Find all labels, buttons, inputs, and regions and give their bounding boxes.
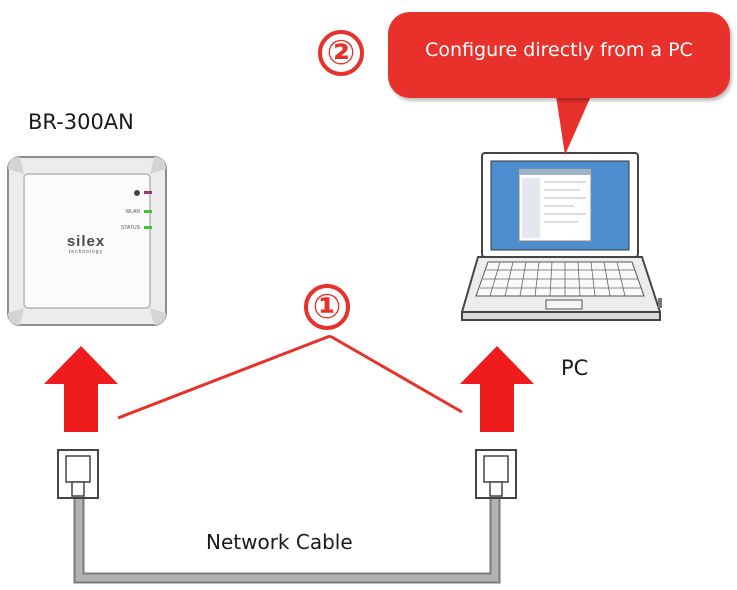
step-one-badge: ①	[304, 284, 350, 330]
step-one-number: ①	[312, 287, 342, 327]
power-led	[134, 190, 140, 196]
network-cable	[73, 496, 501, 584]
network-cable-label: Network Cable	[206, 530, 353, 554]
brand-sub-logo: technology	[69, 249, 103, 255]
step-one-connector-lines	[117, 334, 463, 420]
speech-bubble: Configure directly from a PC	[388, 12, 730, 98]
wlan-led-label: WLAN	[126, 209, 141, 215]
wlan-led	[144, 210, 152, 213]
bubble-tail	[556, 96, 591, 155]
bubble-text: Configure directly from a PC	[425, 39, 693, 61]
rj45-plug-right-icon	[475, 449, 517, 499]
status-led-label: STATUS	[121, 225, 141, 231]
step-two-number: ②	[326, 33, 356, 73]
step-two-badge: ②	[318, 30, 364, 76]
arrow-up-right-icon	[460, 346, 534, 432]
device-label: BR-300AN	[28, 110, 134, 134]
status-led	[144, 226, 152, 229]
br-300an-device	[7, 156, 167, 326]
laptop-icon	[461, 152, 662, 321]
pc-label: PC	[561, 356, 589, 380]
arrow-up-left-icon	[44, 346, 118, 432]
brand-logo: silex	[67, 233, 105, 250]
rj45-plug-left-icon	[57, 449, 99, 499]
